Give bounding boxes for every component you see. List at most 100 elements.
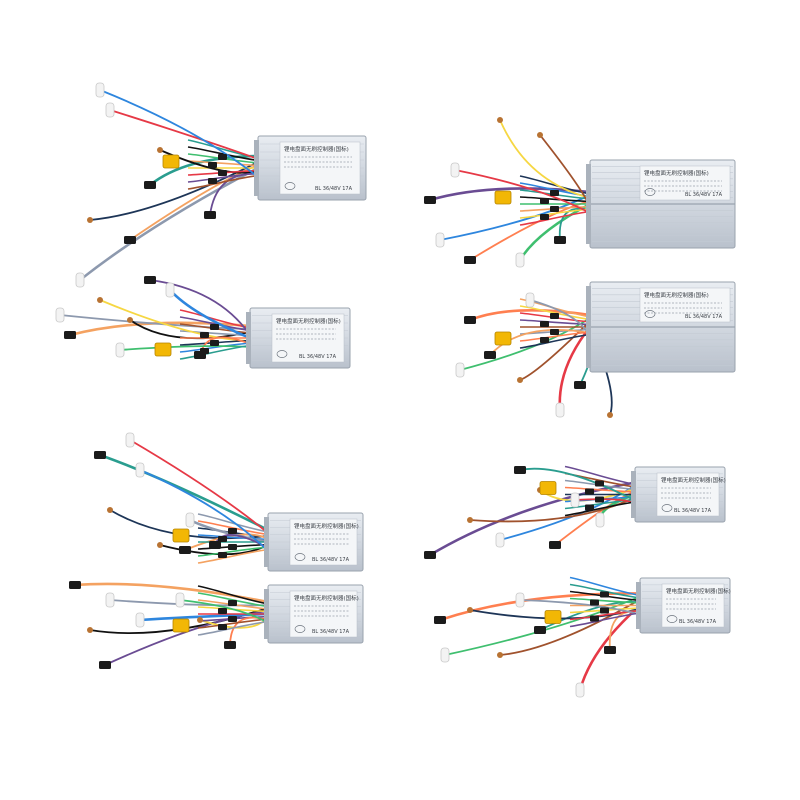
wire — [489, 328, 591, 356]
white-plug-connector — [555, 402, 565, 418]
wire — [187, 146, 259, 162]
xt60-connector — [494, 331, 512, 346]
wire — [98, 453, 270, 532]
jst-connector — [179, 546, 191, 554]
wire — [428, 481, 637, 557]
wire — [179, 599, 269, 624]
jst-connector — [540, 214, 549, 220]
wire — [564, 501, 636, 517]
controller-label-title: 锂电盘面无刷控制器(国标) — [644, 169, 709, 177]
controller-label-title: 锂电盘面无刷控制器(国标) — [294, 594, 359, 602]
white-plug-connector — [455, 362, 465, 378]
controller-box-large-middle-right: 锂电盘面无刷控制器(国标)BL 36/48V 17A — [586, 281, 736, 373]
ring-terminal — [517, 377, 523, 383]
jst-connector — [484, 351, 496, 359]
connector-layer — [55, 82, 616, 698]
wire — [519, 331, 591, 342]
controller-box-large-upper-right: 锂电盘面无刷控制器(国标)BL 36/48V 17A — [586, 159, 736, 249]
white-plug-connector — [440, 647, 450, 663]
white-plug-connector — [115, 342, 125, 358]
jst-connector — [228, 544, 237, 550]
jst-connector — [209, 541, 221, 549]
jst-connector — [228, 600, 237, 606]
jst-connector — [228, 616, 237, 622]
jst-connector — [590, 615, 599, 622]
controller-label-title: 锂电盘面无刷控制器(国标) — [661, 476, 726, 484]
jst-connector — [64, 331, 76, 339]
wire — [129, 439, 269, 534]
end-cap — [264, 589, 269, 639]
white-plug-connector — [125, 432, 135, 448]
white-plug-connector — [435, 232, 445, 248]
controller-label-spec: BL 36/48V 17A — [312, 557, 350, 563]
controller-label-sticker — [279, 141, 361, 195]
wire — [454, 169, 591, 214]
white-plug-connector — [495, 532, 505, 548]
jst-connector — [94, 451, 106, 459]
jst-connector — [208, 178, 217, 184]
jst-connector — [595, 480, 604, 487]
controller-label-sticker — [639, 165, 731, 201]
end-cap — [264, 517, 269, 567]
jst-connector — [69, 581, 81, 589]
wire — [78, 166, 260, 282]
jst-connector — [540, 337, 549, 343]
jst-connector — [585, 488, 594, 495]
wire — [197, 534, 269, 541]
jst-connector — [424, 196, 436, 204]
controller-label-spec: BL 36/48V 17A — [315, 186, 353, 192]
jst-connector — [204, 211, 216, 219]
wire — [197, 546, 269, 557]
jst-connector — [224, 641, 236, 649]
wire — [187, 172, 259, 183]
ring-terminal — [87, 217, 93, 223]
jst-connector — [549, 541, 561, 549]
wire — [187, 160, 259, 167]
controller-label-sticker — [661, 583, 725, 628]
jst-connector — [550, 206, 559, 212]
jst-connector — [228, 528, 237, 534]
jst-connector — [585, 504, 594, 511]
ring-terminal — [537, 132, 543, 138]
label-logo-mark — [284, 182, 296, 190]
jst-connector — [600, 591, 609, 598]
label-logo-mark — [644, 188, 656, 196]
wire — [197, 548, 269, 564]
white-plug-connector — [135, 612, 145, 628]
white-plug-connector — [570, 492, 580, 508]
jst-connector — [218, 608, 227, 614]
jst-connector — [218, 624, 227, 630]
label-logo-mark — [644, 310, 656, 318]
controller-label-spec: BL 36/48V 17A — [679, 619, 717, 625]
wire — [444, 595, 641, 656]
white-plug-connector — [105, 102, 115, 118]
xt60-connector — [544, 610, 562, 624]
controller-label-title: 锂电盘面无刷控制器(国标) — [666, 587, 731, 595]
jst-connector — [550, 190, 559, 196]
xt60-connector — [162, 154, 180, 169]
wire — [564, 465, 636, 486]
wire — [519, 467, 636, 502]
wire — [519, 333, 591, 349]
wire — [197, 592, 269, 608]
xt60-connector — [494, 190, 512, 205]
controller-box-small-lower-right-a: 锂电盘面无刷控制器(国标) BL 36/48V 17A — [631, 466, 726, 523]
controller-label-spec: BL 36/48V 17A — [674, 508, 712, 514]
controller-label-title: 锂电盘面无刷控制器(国标) — [294, 522, 359, 530]
white-plug-connector — [135, 462, 145, 478]
white-plug-connector — [515, 592, 525, 608]
controller-label-title: 锂电盘面无刷控制器(国标) — [644, 291, 709, 299]
jst-connector — [218, 170, 227, 176]
controller-layer: 锂电盘面无刷控制器(国标) BL 36/48V 17A 锂电盘面无刷控制器(国标) B… — [246, 135, 736, 644]
wire — [197, 620, 269, 636]
wire — [99, 89, 259, 178]
jst-connector — [210, 340, 219, 346]
white-plug-connector — [450, 162, 460, 178]
white-plug-connector — [515, 252, 525, 268]
jst-connector — [534, 626, 546, 634]
end-cap — [246, 312, 251, 364]
label-logo-mark — [294, 625, 306, 633]
white-plug-connector — [525, 292, 535, 308]
jst-connector — [144, 181, 156, 189]
